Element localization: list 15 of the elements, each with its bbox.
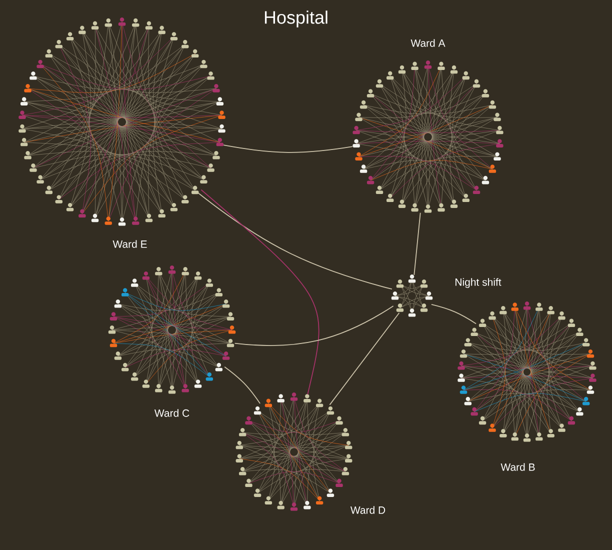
link-line	[414, 212, 421, 276]
group-label: Night shift	[456, 278, 502, 288]
group-label: Ward E	[112, 240, 147, 248]
link-line	[200, 189, 320, 395]
group-label: Ward D	[350, 506, 386, 514]
link-line	[198, 192, 392, 290]
link-line	[329, 312, 400, 406]
group-label: Ward A	[410, 39, 446, 47]
group-label: Ward C	[154, 409, 190, 417]
group-label: Ward B	[500, 463, 535, 471]
title: Hospital	[264, 10, 328, 28]
link-line	[224, 366, 260, 404]
link-line	[431, 304, 476, 324]
link-line	[234, 306, 394, 346]
link-line	[223, 144, 353, 153]
